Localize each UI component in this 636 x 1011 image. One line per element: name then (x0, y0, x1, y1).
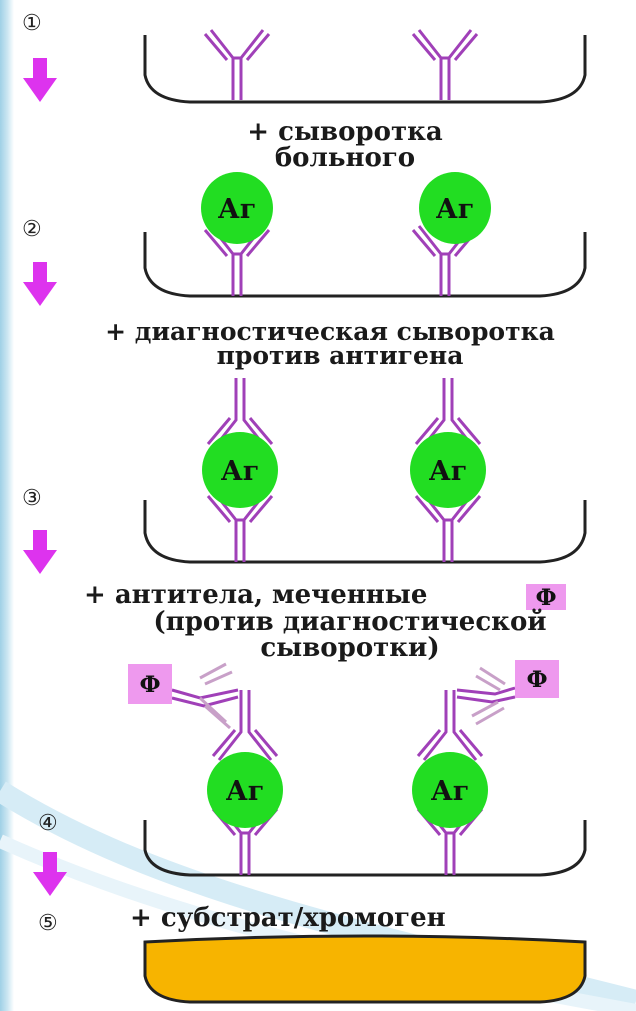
step-3-number: ③ (22, 486, 42, 511)
step-1-number: ① (22, 11, 42, 36)
step-4-enzyme-box-right (515, 660, 559, 698)
step-1-antibody-right (411, 28, 479, 102)
step-3: ③ Аг Аг + антитела, меченные Ф (против д… (22, 376, 587, 663)
step-2-antigen-left-label: Аг (218, 194, 257, 225)
step-3-well (143, 500, 587, 564)
step-3-enzyme-label-box (526, 584, 566, 610)
left-edge-strip (0, 0, 14, 1011)
step-4-arrow-icon (33, 852, 67, 896)
step-4: ④ Аг Аг Ф Ф (33, 660, 587, 896)
step-4-antigen-left (207, 752, 283, 828)
step-4-antigen-left-label: Аг (226, 776, 265, 807)
step-1: ① + сыворотка больного (22, 11, 587, 173)
step-4-well (143, 820, 587, 877)
step-4-antigen-right (412, 752, 488, 828)
step-2-antigen-right (419, 172, 491, 244)
step-5: ⑤ + субстрат/хромоген (38, 903, 587, 1004)
step-4-number: ④ (38, 811, 58, 836)
step-1-arrow-icon (23, 58, 57, 102)
step-4-enzyme-label-right: Ф (527, 667, 548, 693)
step-4-labeled-antibody-right (456, 666, 516, 726)
step-3-enzyme-label: Ф (536, 585, 557, 611)
step-2-caption-line-2: против антигена (217, 341, 464, 370)
step-3-caption-line-2: (против диагностической (153, 607, 546, 637)
step-2-arrow-icon (23, 262, 57, 306)
step-3-antigen-right-label: Аг (429, 456, 468, 487)
step-2-antigen-left (201, 172, 273, 244)
step-5-substrate-well (143, 934, 587, 1004)
step-4-enzyme-label-left: Ф (140, 672, 161, 698)
step-2-number: ② (22, 217, 42, 242)
step-4-enzyme-box-left (128, 664, 172, 704)
step-3-arrow-icon (23, 530, 57, 574)
step-2-well (143, 232, 587, 298)
step-1-caption-line-1: + сыворотка (247, 117, 443, 147)
step-1-antibody-left (203, 28, 271, 102)
step-5-caption-line-1: + субстрат/хромоген (130, 903, 446, 933)
step-1-well (143, 35, 587, 104)
step-3-antigen-left (202, 432, 278, 508)
step-4-labeled-antibody-left (171, 662, 239, 730)
step-3-antigen-left-label: Аг (221, 456, 260, 487)
step-3-caption-line-1: + антитела, меченные (84, 580, 427, 610)
step-2-antigen-right-label: Аг (436, 194, 475, 225)
step-3-caption-line-3: сыворотки) (260, 633, 439, 663)
step-5-number: ⑤ (38, 911, 58, 936)
step-2-caption-line-1: + диагностическая сыворотка (105, 317, 555, 346)
step-2: ② Аг Аг + диагностическая сыворотка прот… (22, 172, 587, 370)
step-3-antigen-right (410, 432, 486, 508)
step-4-antigen-right-label: Аг (431, 776, 470, 807)
step-1-caption-line-2: больного (275, 143, 415, 173)
